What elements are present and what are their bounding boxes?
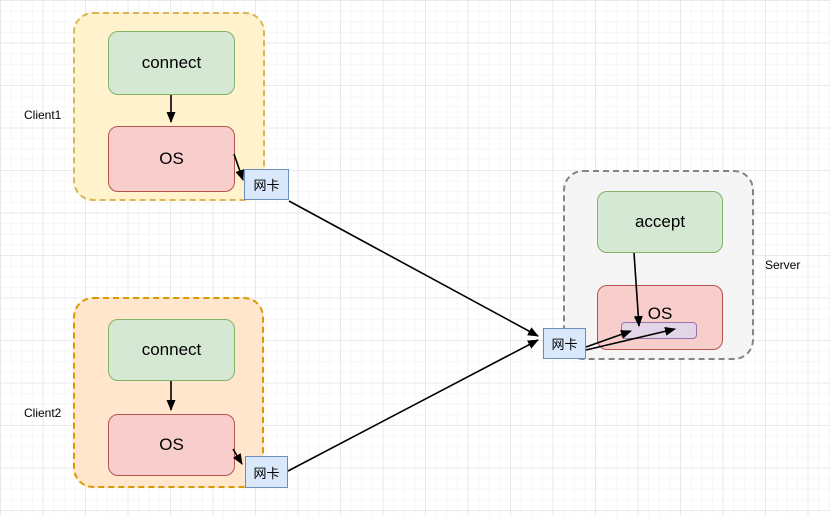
client2-os-node-label: OS: [159, 435, 184, 454]
client1-connect-node[interactable]: connect: [108, 31, 235, 95]
client2-label: Client2: [24, 406, 62, 420]
client2-connect-node-label: connect: [141, 340, 202, 359]
edge-client1-nic-to-server-nic[interactable]: [288, 200, 539, 337]
client1-connect-node-label: connect: [141, 53, 202, 72]
client1-nic-node-label: 网卡: [253, 178, 280, 193]
server-accept-node-label: accept: [634, 212, 686, 231]
client2-nic-node[interactable]: 网卡: [245, 456, 288, 488]
server-os-node-label: OS: [647, 303, 673, 323]
server-label: Server: [765, 258, 801, 272]
client2-connect-node[interactable]: connect: [108, 319, 235, 381]
client1-label: Client1: [24, 108, 62, 122]
client2-os-node[interactable]: OS: [108, 414, 235, 476]
server-os-node[interactable]: OS: [597, 285, 723, 350]
client1-os-node-label: OS: [159, 149, 184, 168]
client2-nic-node-label: 网卡: [253, 465, 280, 481]
edge-client2-nic-to-server-nic[interactable]: [287, 339, 539, 472]
client1-nic-node[interactable]: 网卡: [244, 169, 289, 200]
server-nic-node-label: 网卡: [551, 337, 578, 352]
server-os-queue[interactable]: [621, 322, 697, 339]
client1-os-node[interactable]: OS: [108, 126, 235, 192]
server-nic-node[interactable]: 网卡: [543, 328, 586, 359]
server-accept-node[interactable]: accept: [597, 191, 723, 253]
